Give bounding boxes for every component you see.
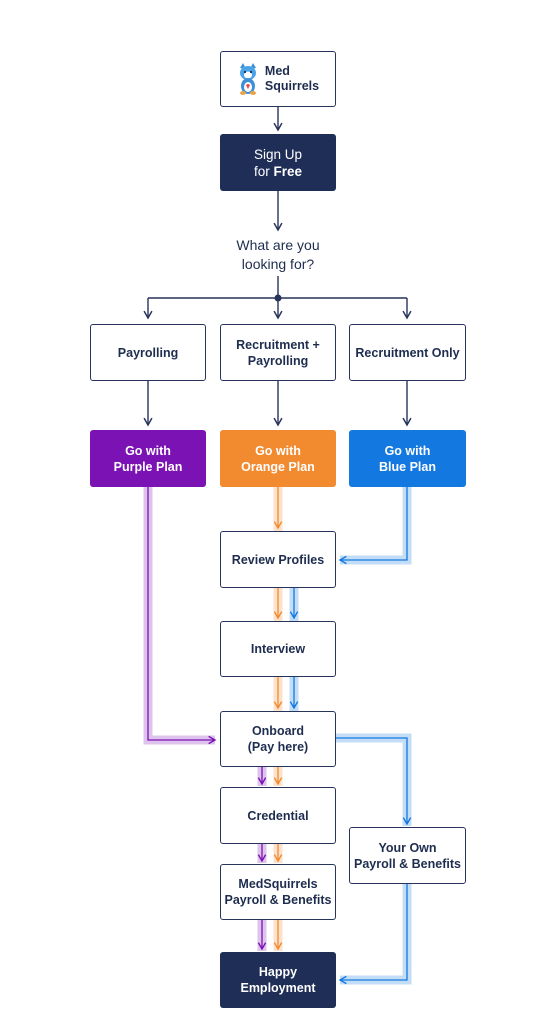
logo-line-1: Med — [264, 64, 290, 78]
step-credential: Credential — [220, 787, 336, 844]
option-payrolling[interactable]: Payrolling — [90, 324, 206, 381]
plan-blue-line-1: Go with — [384, 443, 431, 458]
step-medsquirrels-payroll: MedSquirrels Payroll & Benefits — [220, 864, 336, 920]
question-line-1: What are you — [236, 237, 320, 253]
step-interview-label: Interview — [250, 642, 306, 656]
step-happy-line-1: Happy — [258, 965, 298, 979]
signup-line-2: for Free — [254, 163, 302, 180]
signup-line-1: Sign Up — [253, 146, 303, 162]
blue-arrow-to-review — [338, 487, 408, 565]
step-own-payroll: Your Own Payroll & Benefits — [349, 827, 466, 884]
plan-blue[interactable]: Go with Blue Plan — [349, 430, 466, 487]
option-recruit-payroll-line-1: Recruitment + — [236, 337, 320, 352]
plan-orange-line-2: Orange Plan — [241, 459, 315, 474]
logo-wordmark: Med Squirrels — [265, 64, 319, 94]
purple-path — [143, 487, 267, 951]
step-onboard: Onboard (Pay here) — [220, 711, 336, 767]
logo-box: Med Squirrels — [220, 51, 336, 107]
step-happy-employment: Happy Employment — [220, 952, 336, 1008]
junction-dot — [274, 294, 282, 302]
signup-box[interactable]: Sign Up for Free — [220, 134, 336, 191]
option-recruit-payroll-line-2: Payrolling — [247, 353, 309, 368]
signup-free: Free — [273, 163, 303, 179]
blue-arrow-to-happy — [338, 884, 408, 985]
step-credential-label: Credential — [247, 808, 309, 823]
logo-line-2: Squirrels — [264, 79, 320, 93]
plan-purple-line-2: Purple Plan — [113, 459, 183, 474]
step-own-payroll-line-2: Payroll & Benefits — [354, 856, 461, 871]
step-review-profiles: Review Profiles — [220, 531, 336, 588]
blue-arrow-to-own-payroll — [336, 737, 412, 826]
step-review-label: Review Profiles — [231, 552, 325, 567]
step-interview: Interview — [220, 621, 336, 677]
blue-path — [289, 487, 412, 985]
option-recruitment-only[interactable]: Recruitment Only — [349, 324, 466, 381]
plan-blue-line-2: Blue Plan — [379, 459, 436, 474]
option-recruitment-only-label: Recruitment Only — [355, 345, 460, 360]
plan-orange-line-1: Go with — [255, 443, 301, 458]
plan-orange[interactable]: Go with Orange Plan — [220, 430, 336, 487]
plan-purple[interactable]: Go with Purple Plan — [90, 430, 206, 487]
option-payrolling-label: Payrolling — [117, 345, 179, 360]
step-own-payroll-line-1: Your Own — [378, 840, 437, 855]
step-happy-line-2: Employment — [240, 981, 316, 995]
purple-arrow-to-onboard — [147, 487, 217, 745]
step-ms-payroll-line-2: Payroll & Benefits — [224, 893, 332, 907]
signup-prefix: for — [253, 163, 274, 179]
step-onboard-line-1: Onboard — [251, 724, 305, 738]
squirrel-logo-icon — [239, 63, 256, 95]
option-recruitment-payrolling[interactable]: Recruitment + Payrolling — [220, 324, 336, 381]
step-ms-payroll-line-1: MedSquirrels — [238, 877, 318, 891]
plan-purple-line-1: Go with — [125, 443, 171, 458]
question-line-2: looking for? — [241, 256, 315, 272]
question-text: What are you looking for? — [200, 236, 356, 274]
step-onboard-line-2: (Pay here) — [247, 740, 309, 754]
